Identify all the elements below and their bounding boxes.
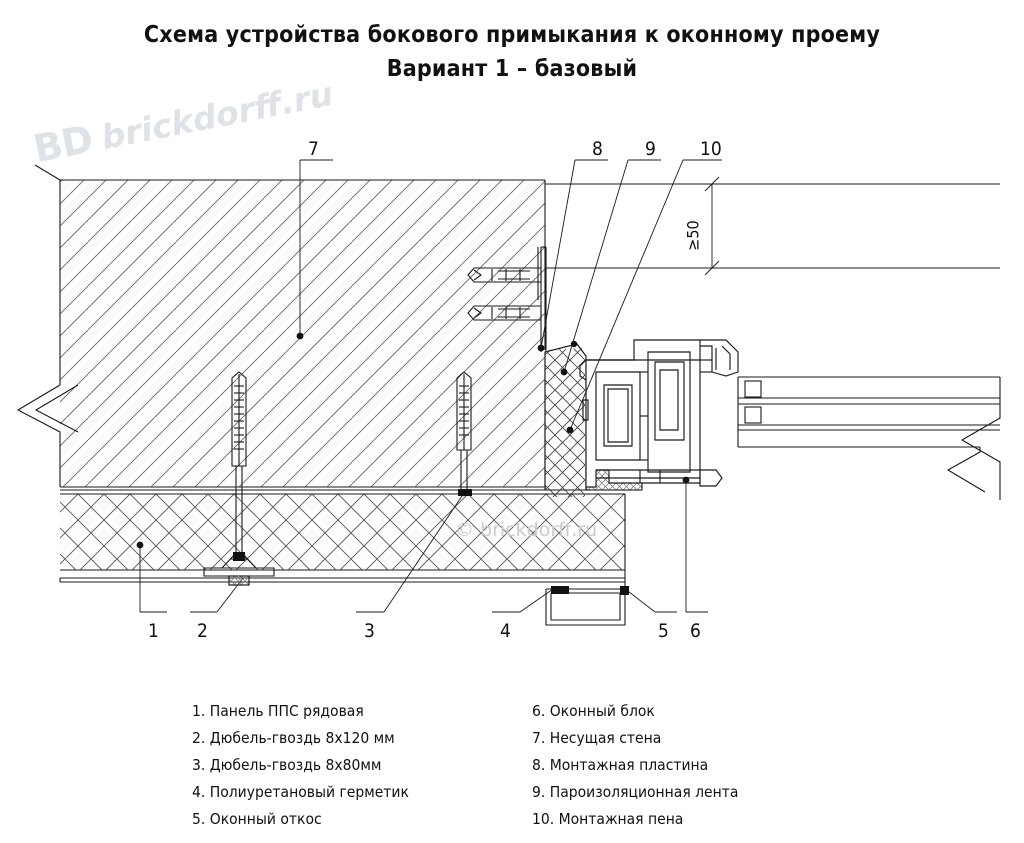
- load-bearing-wall: [60, 179, 546, 488]
- legend-item-right-1: 6. Оконный блок: [532, 702, 655, 720]
- title-line-2: Вариант 1 – базовый: [386, 56, 638, 82]
- callout-number-7: 7: [308, 138, 319, 160]
- dimension-label-gap: ≥50: [683, 220, 703, 251]
- callout-number-9: 9: [645, 138, 656, 160]
- legend-item-left-1: 1. Панель ППС рядовая: [192, 702, 364, 720]
- dowel-nail-horizontal-lower: [467, 305, 542, 321]
- dimension-gap-50: [545, 176, 1000, 276]
- break-line-right: [946, 377, 1001, 500]
- anchor-dots: [460, 340, 578, 497]
- callout-number-1: 1: [148, 620, 159, 642]
- legend-item-left-3: 3. Дюбель-гвоздь 8х80мм: [192, 756, 382, 774]
- legend-item-right-3: 8. Монтажная пластина: [532, 756, 709, 774]
- callout-leaders: [136, 159, 722, 613]
- legend-item-right-5: 10. Монтажная пена: [532, 810, 684, 828]
- break-line-left: [16, 164, 79, 487]
- legend-item-left-5: 5. Оконный откос: [192, 810, 322, 828]
- callout-number-6: 6: [690, 620, 701, 642]
- legend-item-left-2: 2. Дюбель-гвоздь 8х120 мм: [192, 729, 395, 747]
- legend-item-right-4: 9. Пароизоляционная лента: [532, 783, 739, 801]
- window-reveal-profile: [545, 586, 629, 626]
- callout-number-3: 3: [364, 620, 375, 642]
- callout-number-4: 4: [500, 620, 511, 642]
- title-line-1: Схема устройства бокового примыкания к о…: [143, 22, 881, 48]
- legend-item-left-4: 4. Полиуретановый герметик: [192, 783, 409, 801]
- legend-item-right-2: 7. Несущая стена: [532, 729, 662, 747]
- legend-column-left: 1. Панель ППС рядовая 2. Дюбель-гвоздь 8х…: [192, 700, 492, 831]
- legend-column-right: 6. Оконный блок 7. Несущая стена 8. Монтаж…: [532, 700, 832, 831]
- eps-panel: [59, 489, 628, 589]
- callout-number-5: 5: [658, 620, 669, 642]
- callout-number-8: 8: [592, 138, 603, 160]
- glazing-unit: [737, 376, 1000, 448]
- drawing-title: Схема устройства бокового примыкания к о…: [0, 18, 1024, 86]
- mounting-plate: [537, 246, 547, 352]
- legend: 1. Панель ППС рядовая 2. Дюбель-гвоздь 8х…: [0, 700, 1024, 831]
- dowel-nail-horizontal-upper: [467, 267, 542, 283]
- callout-number-10: 10: [700, 138, 722, 160]
- callout-number-2: 2: [197, 620, 208, 642]
- dowel-nail-8x120: [203, 371, 275, 586]
- window-frame-profile: [579, 339, 739, 488]
